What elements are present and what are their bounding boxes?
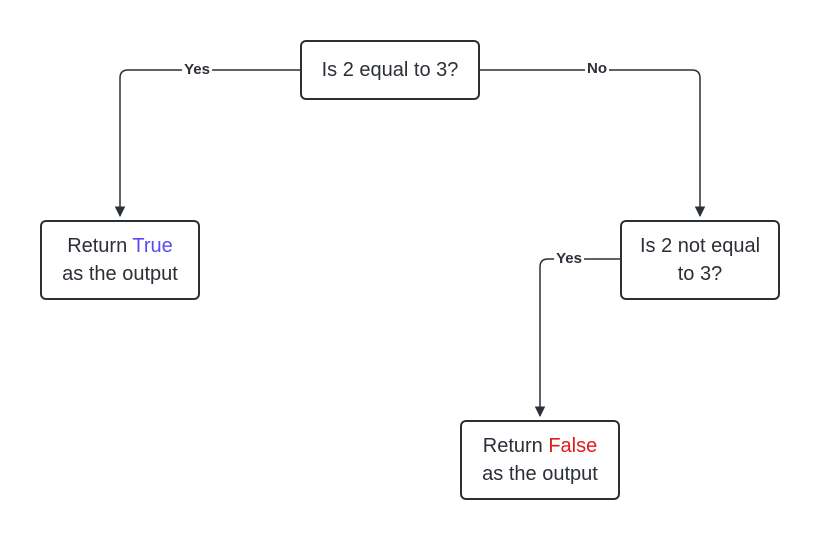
return-false-line2: as the output	[482, 463, 598, 485]
return-true-prefix: Return	[67, 235, 133, 257]
edge-label-equal-no: No	[585, 60, 609, 77]
true-value: True	[132, 235, 173, 257]
edge-equal-no	[480, 69, 706, 218]
edge-label-equal-yes: Yes	[182, 61, 212, 78]
return-false-prefix: Return	[482, 435, 549, 457]
return-false-node: Return False as the output	[460, 420, 620, 500]
false-value: False	[548, 435, 598, 457]
return-true-line2: as the output	[62, 263, 178, 285]
return-true-line1: Return True	[67, 232, 173, 260]
decision-equal-node: Is 2 equal to 3?	[300, 40, 480, 100]
return-false-line1: Return False	[483, 432, 598, 460]
return-true-node: Return True as the output	[40, 220, 200, 300]
edge-equal-yes	[114, 69, 300, 218]
edge-not-equal-yes	[534, 258, 620, 418]
decision-not-equal-line1: Is 2 not equal	[639, 235, 761, 257]
edge-label-not-equal-yes: Yes	[554, 250, 584, 267]
decision-not-equal-node: Is 2 not equal to 3?	[620, 220, 780, 300]
decision-not-equal-line2: to 3?	[677, 263, 723, 285]
decision-equal-text: Is 2 equal to 3?	[321, 59, 459, 81]
